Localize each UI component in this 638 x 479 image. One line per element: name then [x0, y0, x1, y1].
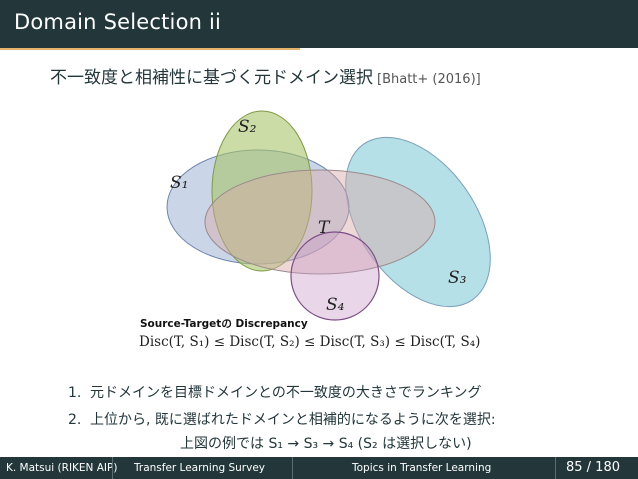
footer-title: Transfer Learning Survey: [134, 462, 266, 474]
page-number: 85 / 180: [566, 460, 620, 475]
footer-bar: K. Matsui (RIKEN AIP) Transfer Learning …: [0, 457, 638, 479]
discrepancy-label: Source-Targetの Discrepancy: [140, 318, 308, 330]
list-number: 1.: [68, 385, 82, 401]
list-text: 元ドメインを目標ドメインとの不一致度の大きさでランキング: [90, 385, 482, 401]
subtitle-text: 不一致度と相補性に基づく元ドメイン選択: [50, 68, 373, 88]
footer-section: Topics in Transfer Learning: [352, 462, 492, 474]
example-note: 上図の例では S₁ → S₃ → S₄ (S₂ は選択しない): [180, 436, 472, 452]
label-s2: S₂: [238, 117, 257, 137]
footer-divider: [112, 457, 113, 479]
list-number: 2.: [68, 412, 82, 428]
ellipse-t: [204, 169, 436, 275]
label-s3: S₃: [448, 268, 467, 288]
label-t: T: [318, 218, 331, 238]
slide-subtitle: 不一致度と相補性に基づく元ドメイン選択 [Bhatt+ (2016)]: [50, 63, 481, 88]
label-s1: S₁: [170, 173, 188, 193]
ellipse-s2: [211, 110, 313, 272]
footer-divider: [555, 457, 556, 479]
footer-author: K. Matsui (RIKEN AIP): [6, 462, 118, 474]
list-item: 1. 元ドメインを目標ドメインとの不一致度の大きさでランキング: [68, 382, 481, 402]
title-underline: [0, 48, 300, 50]
circle-s4: [290, 231, 380, 321]
label-s4: S₄: [326, 295, 345, 315]
slide-title: Domain Selection ii: [14, 10, 222, 34]
discrepancy-formula: Disc(T, S₁) ≤ Disc(T, S₂) ≤ Disc(T, S₃) …: [139, 334, 481, 350]
list-item: 2. 上位から, 既に選ばれたドメインと相補的になるように次を選択:: [68, 409, 496, 429]
citation: [Bhatt+ (2016)]: [377, 72, 481, 87]
ellipse-s3: [345, 136, 491, 308]
list-text: 上位から, 既に選ばれたドメインと相補的になるように次を選択:: [90, 412, 496, 428]
header-bar: Domain Selection ii: [0, 0, 638, 48]
footer-divider: [292, 457, 293, 479]
